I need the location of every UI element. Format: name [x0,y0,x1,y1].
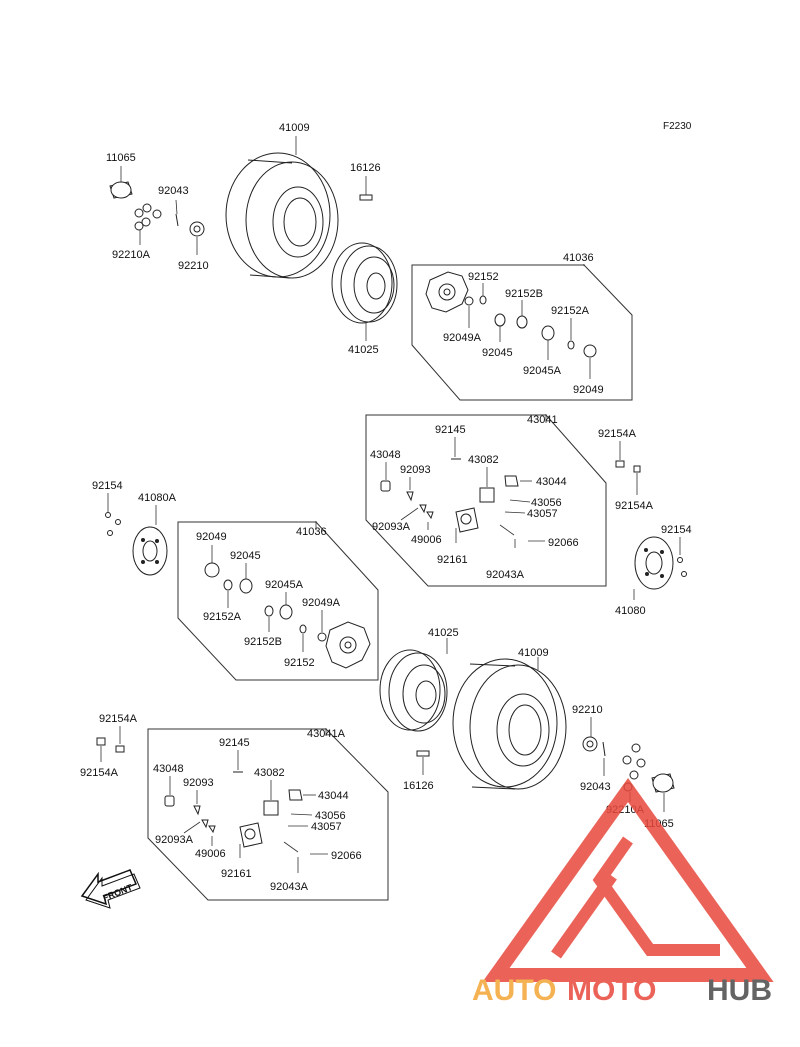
label-92154A-r2: 92154A [615,500,654,512]
seal-92049-top [583,344,597,358]
label-92152B-top: 92152B [505,288,543,300]
label-43057-r: 43057 [527,508,558,520]
brake-disk-41080 [634,536,674,590]
label-41025-bot: 41025 [428,627,459,639]
label-43056-r: 43056 [531,497,562,509]
label-92154-l: 92154 [92,480,123,492]
label-16126-bot: 16126 [403,780,434,792]
hub-cap-top [109,181,133,199]
brake-disk-41080A [132,526,168,576]
label-16126-top: 16126 [350,162,381,174]
label-49006-l: 49006 [195,848,226,860]
seal-92049-mid [204,562,220,578]
label-41080A: 41080A [138,492,177,504]
label-43082-l: 43082 [254,767,285,779]
automotohub-logo: AUTO MOTO HUB [472,777,774,1007]
pad-spring-r [380,480,391,492]
valve-top [359,194,373,201]
label-92093-l: 92093 [183,777,214,789]
label-92043-top: 92043 [158,185,189,197]
label-92152-mid: 92152 [284,657,315,669]
hub-mid [325,621,371,669]
pad-43044-l [288,789,303,801]
label-92161-l: 92161 [221,868,252,880]
label-41009-bot: 41009 [518,647,549,659]
rim-top [331,242,398,324]
tire-top [225,152,339,279]
label-92152B-mid: 92152B [244,636,282,648]
label-92154A-l2: 92154A [80,767,119,779]
label-43048-l: 43048 [153,763,184,775]
label-92049-top: 92049 [573,384,604,396]
label-92145-r: 92145 [435,424,466,436]
pad-spring-l [164,795,175,807]
label-92049A-mid: 92049A [302,597,341,609]
figure-code: F2230 [663,121,692,132]
label-92043-bot: 92043 [580,781,611,793]
label-92210-top: 92210 [178,260,209,272]
label-92154A-r1: 92154A [598,428,637,440]
label-92210-bot: 92210 [572,704,603,716]
label-92152A-top: 92152A [551,305,590,317]
label-92045-top: 92045 [482,347,513,359]
bearing-92045A-top [541,325,555,341]
bearing-92045-top [494,313,506,327]
label-92066-r: 92066 [548,537,579,549]
logo-word-auto: AUTO [472,974,556,1007]
label-92045-mid: 92045 [230,550,261,562]
label-41036-top: 41036 [563,252,594,264]
label-92043A-r: 92043A [486,569,525,581]
label-92152A-mid: 92152A [203,611,242,623]
hub-cap-bottom [651,773,675,793]
label-43044-l: 43044 [318,790,349,802]
tire-bottom [452,658,567,790]
label-92049-mid: 92049 [196,531,227,543]
label-41009-top: 41009 [279,122,310,134]
nut-92210-bot [582,736,598,752]
label-43048-r: 43048 [370,449,401,461]
label-92152-top: 92152 [468,271,499,283]
label-92154-r: 92154 [661,524,692,536]
caliper-body-l [239,822,263,848]
label-92093-r: 92093 [400,464,431,476]
pad-43044-r [504,475,519,487]
logo-word-moto: MOTO [567,974,656,1007]
label-11065-top: 11065 [106,152,136,164]
front-arrow: FRONT [80,869,141,909]
spacer-92049A-top [464,296,474,306]
label-92210A-top: 92210A [112,249,151,261]
label-43041: 43041 [527,414,558,426]
caliper-body-r [455,507,479,533]
nut-92210-top [189,221,205,237]
label-43057-l: 43057 [311,821,342,833]
label-92045A-mid: 92045A [265,579,304,591]
label-92043A-l: 92043A [270,881,309,893]
label-43056-l: 43056 [315,810,346,822]
label-41036-mid: 41036 [296,526,327,538]
label-92066-l: 92066 [331,850,362,862]
label-92161-r: 92161 [437,554,468,566]
label-41080: 41080 [615,605,646,617]
label-92093A-l: 92093A [155,834,194,846]
label-92154A-l1: 92154A [99,713,138,725]
label-41025-top: 41025 [348,344,379,356]
rim-bottom [379,649,448,732]
label-49006-r: 49006 [411,534,442,546]
nuts-top [134,203,162,231]
label-92049A-top: 92049A [443,332,482,344]
label-43082-r: 43082 [468,454,499,466]
hub-top [425,271,469,313]
valve-bottom [416,750,430,757]
logo-word-hub: HUB [707,974,772,1007]
label-92145-l: 92145 [219,737,250,749]
label-92093A-r: 92093A [372,521,411,533]
label-43044-r: 43044 [536,476,567,488]
label-92045A-top: 92045A [523,365,562,377]
label-43041A: 43041A [307,728,346,740]
